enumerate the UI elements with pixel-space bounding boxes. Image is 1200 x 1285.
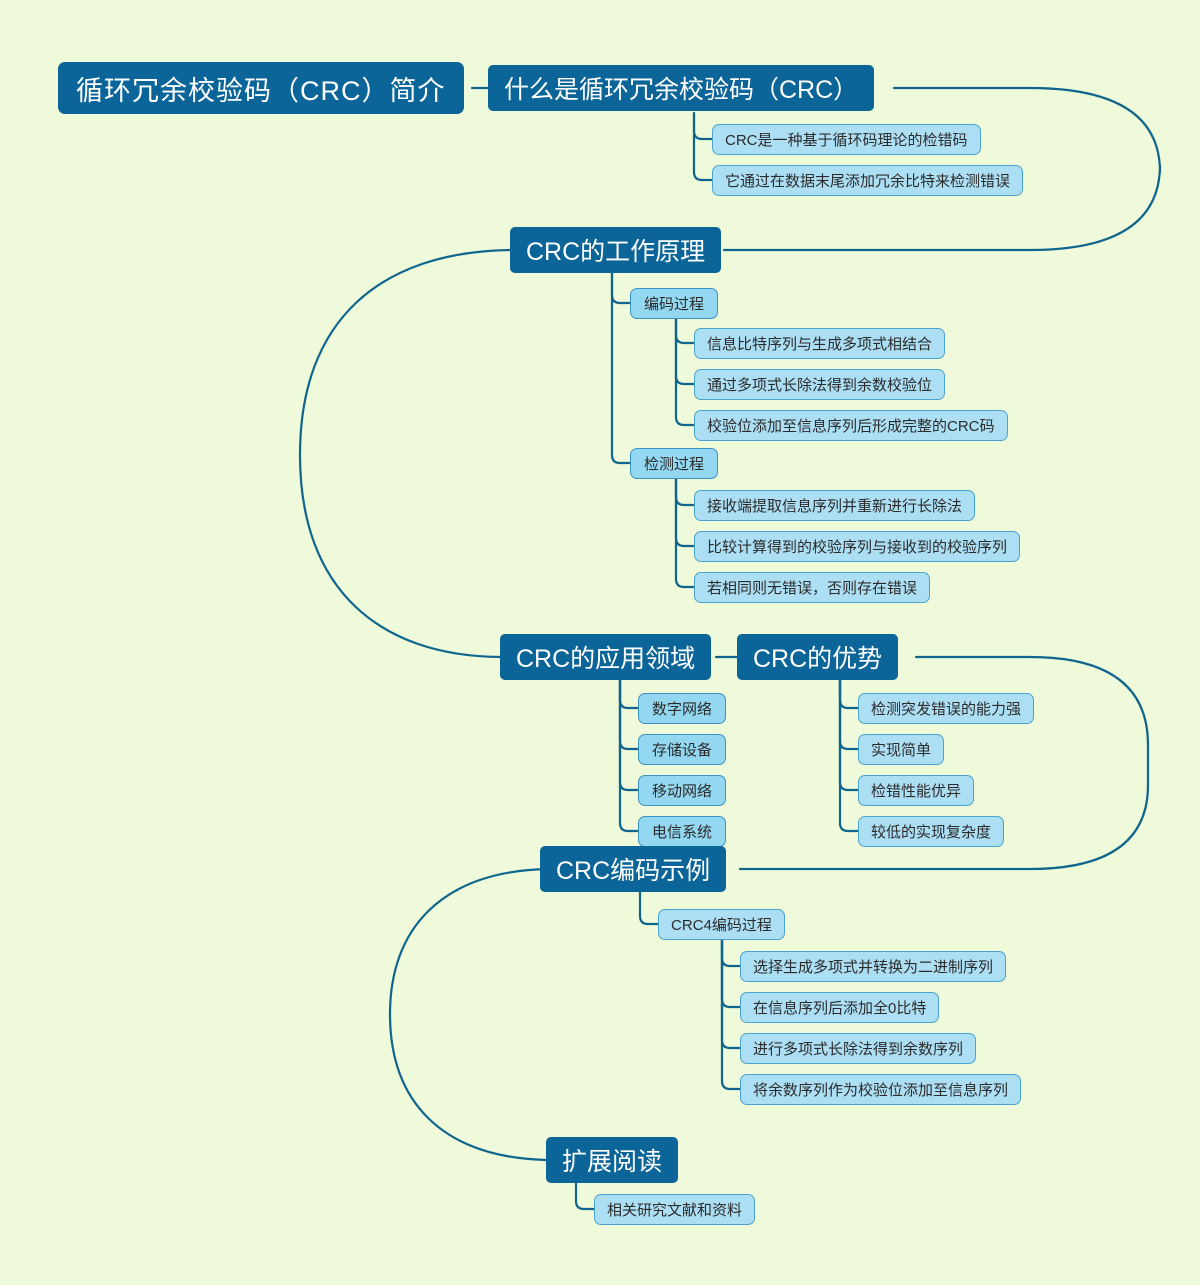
sub-label: 数字网络 [652,701,713,718]
leaf-node-excellent-error-detection[interactable]: 检错性能优异 [858,775,975,806]
leaf-label: 校验位添加至信息序列后形成完整的CRC码 [707,418,995,435]
leaf-label: 实现简单 [871,742,932,759]
branch-label: CRC的工作原理 [526,238,706,266]
link-b5-to-crc4 [638,890,660,926]
leaf-label: 在信息序列后添加全0比特 [753,1000,927,1017]
link-b4-to-c2 [838,678,860,751]
sub-node-crc4-encoding-process[interactable]: CRC4编码过程 [658,909,785,940]
branch-label: CRC的优势 [753,645,883,673]
sub-node-encoding-process[interactable]: 编码过程 [630,288,719,319]
leaf-node-related-literature[interactable]: 相关研究文献和资料 [594,1194,756,1225]
link-b3-to-c3 [618,678,640,792]
leaf-node-long-division-remainder[interactable]: 通过多项式长除法得到余数校验位 [694,369,946,400]
link-b3-to-c2 [618,678,640,751]
sub-label: 检测过程 [644,456,705,473]
leaf-label: 检测突发错误的能力强 [871,701,1022,718]
branch-label: CRC的应用领域 [516,645,696,673]
leaf-label: 进行多项式长除法得到余数序列 [753,1041,964,1058]
leaf-label: CRC是一种基于循环码理论的检错码 [725,132,968,149]
leaf-label: 将余数序列作为校验位添加至信息序列 [753,1082,1009,1099]
link-b3-to-c4 [618,678,640,833]
leaf-node-receiver-long-division[interactable]: 接收端提取信息序列并重新进行长除法 [694,490,976,521]
leaf-label: 信息比特序列与生成多项式相结合 [707,336,933,353]
link-b1-to-c1 [692,111,714,141]
leaf-node-perform-long-division[interactable]: 进行多项式长除法得到余数序列 [740,1033,977,1064]
root-node-label: 循环冗余校验码（CRC）简介 [76,75,446,106]
link-b6-to-c1 [574,1181,596,1211]
link-b4-to-c4 [838,678,860,833]
sub-node-telecom-system[interactable]: 电信系统 [638,816,727,847]
leaf-node-same-means-no-error[interactable]: 若相同则无错误，否则存在错误 [694,572,931,603]
leaf-node-simple-implementation[interactable]: 实现简单 [858,734,945,765]
link-b5-to-b6 [388,867,548,1162]
leaf-node-crc-theory[interactable]: CRC是一种基于循环码理论的检错码 [712,124,981,155]
branch-node-encoding-example[interactable]: CRC编码示例 [540,846,727,892]
branch-node-advantages[interactable]: CRC的优势 [737,634,899,680]
leaf-node-crc-redundant-bits[interactable]: 它通过在数据末尾添加冗余比特来检测错误 [712,165,1024,196]
root-node[interactable]: 循环冗余校验码（CRC）简介 [58,62,464,114]
sub-node-mobile-network[interactable]: 移动网络 [638,775,727,806]
link-b3-to-c1 [618,678,640,710]
branch-label: CRC编码示例 [556,857,711,885]
branch-node-further-reading[interactable]: 扩展阅读 [546,1137,679,1183]
branch-node-how-crc-works[interactable]: CRC的工作原理 [510,227,722,273]
leaf-node-select-polynomial[interactable]: 选择生成多项式并转换为二进制序列 [740,951,1007,982]
leaf-label: 较低的实现复杂度 [871,824,992,841]
leaf-label: 检错性能优异 [871,783,962,800]
sub-label: 存储设备 [652,742,713,759]
leaf-label: 接收端提取信息序列并重新进行长除法 [707,498,963,515]
link-b2-to-detect [610,271,632,465]
leaf-node-remainder-as-check-bits[interactable]: 将余数序列作为校验位添加至信息序列 [740,1074,1022,1105]
branch-node-what-is-crc[interactable]: 什么是循环冗余校验码（CRC） [488,65,875,111]
link-detect-to-c1 [674,477,696,507]
link-b2-to-encode [610,271,632,305]
sub-label: 编码过程 [644,296,705,313]
link-b2-to-b3 [298,248,512,659]
leaf-label: 通过多项式长除法得到余数校验位 [707,377,933,394]
link-crc4-to-c4 [720,938,742,1091]
branch-label: 什么是循环冗余校验码（CRC） [504,76,859,104]
link-b1-to-c2 [692,111,714,182]
leaf-label: 它通过在数据末尾添加冗余比特来检测错误 [725,173,1011,190]
link-detect-to-c2 [674,477,696,548]
link-crc4-to-c3 [720,938,742,1050]
leaf-label: 比较计算得到的校验序列与接收到的校验序列 [707,539,1008,556]
leaf-node-append-zero-bits[interactable]: 在信息序列后添加全0比特 [740,992,940,1023]
link-b4-to-c3 [838,678,860,792]
leaf-node-combine-polynomial[interactable]: 信息比特序列与生成多项式相结合 [694,328,946,359]
link-detect-to-c3 [674,477,696,589]
leaf-label: 相关研究文献和资料 [607,1202,743,1219]
sub-label: 电信系统 [652,824,713,841]
sub-node-storage-device[interactable]: 存储设备 [638,734,727,765]
link-b4-to-c1 [838,678,860,710]
sub-label: CRC4编码过程 [671,917,772,934]
leaf-node-append-check-bits[interactable]: 校验位添加至信息序列后形成完整的CRC码 [694,410,1008,441]
link-encode-to-c1 [674,317,696,345]
leaf-label: 若相同则无错误，否则存在错误 [707,580,918,597]
link-crc4-to-c1 [720,938,742,968]
sub-node-detection-process[interactable]: 检测过程 [630,448,719,479]
sub-node-digital-network[interactable]: 数字网络 [638,693,727,724]
branch-label: 扩展阅读 [562,1148,663,1176]
leaf-label: 选择生成多项式并转换为二进制序列 [753,959,994,976]
branch-node-application-areas[interactable]: CRC的应用领域 [500,634,712,680]
link-encode-to-c3 [674,317,696,427]
sub-label: 移动网络 [652,783,713,800]
link-crc4-to-c2 [720,938,742,1009]
leaf-node-compare-check-sequence[interactable]: 比较计算得到的校验序列与接收到的校验序列 [694,531,1021,562]
leaf-node-burst-error-detection[interactable]: 检测突发错误的能力强 [858,693,1035,724]
link-encode-to-c2 [674,317,696,386]
leaf-node-low-complexity[interactable]: 较低的实现复杂度 [858,816,1005,847]
